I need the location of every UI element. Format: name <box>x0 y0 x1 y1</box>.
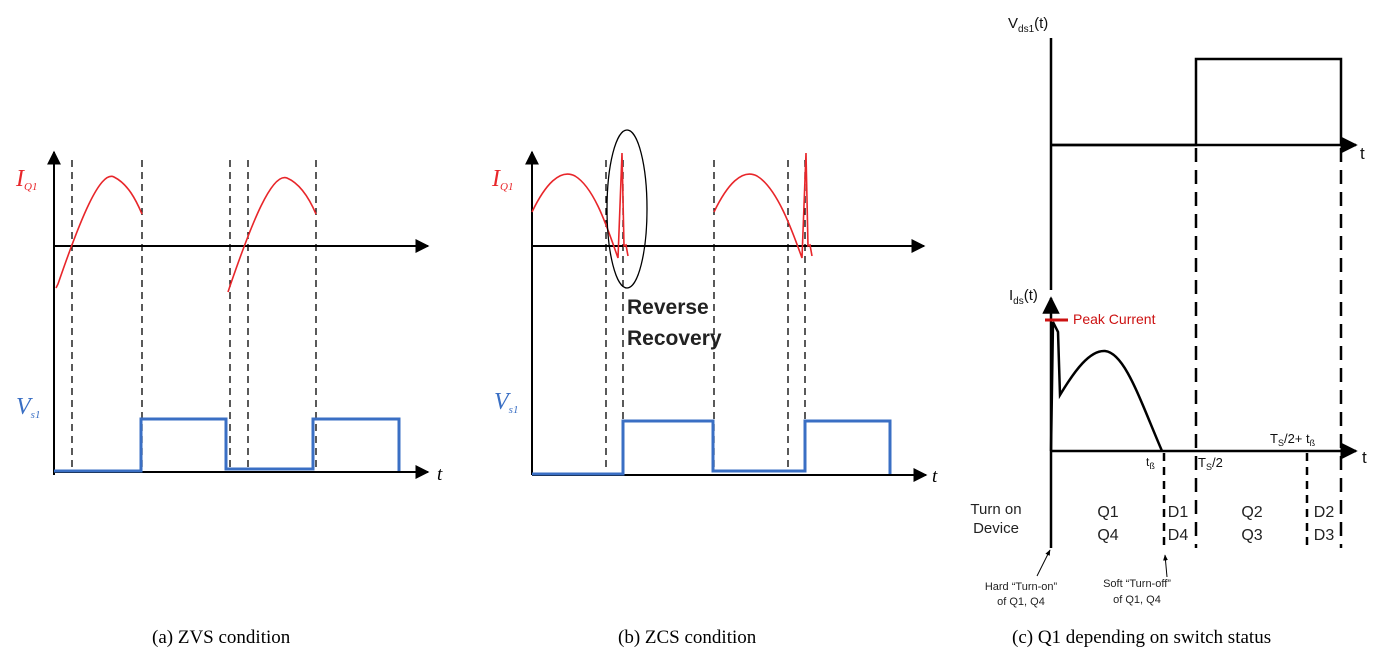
panel-c-hard-turn-on-line2: of Q1, Q4 <box>997 596 1045 608</box>
panel-b-caption: (b) ZCS condition <box>618 627 757 648</box>
panel-c-d4-label: D4 <box>1168 527 1189 544</box>
panel-b-current-wave-2 <box>713 152 813 259</box>
panel-a-current-wave-2 <box>227 176 317 293</box>
panel-c-d3-label: D3 <box>1314 527 1335 544</box>
panel-c-time-label-top: t <box>1360 144 1365 163</box>
panel-b-current-label: IQ1 <box>491 166 513 193</box>
panel-a-caption: (a) ZVS condition <box>152 627 291 648</box>
panel-c-q3-label: Q3 <box>1241 527 1262 544</box>
panel-c-ids-label: Ids(t) <box>1009 287 1038 307</box>
panel-a-voltage-wave <box>54 417 401 473</box>
panel-c-ts-half-label: TS/2 <box>1198 455 1223 472</box>
panel-b-current-wave-1 <box>531 152 629 259</box>
panel-a-current-wave-1 <box>55 175 143 289</box>
panel-c-d1-label: D1 <box>1168 504 1189 521</box>
panel-c-turn-on-line2: Device <box>973 520 1019 537</box>
panel-c-switch-status: Vds1(t) t Peak Current Ids(t) t tß TS/2 … <box>970 15 1367 648</box>
panel-b-annotation-line1: Reverse <box>627 296 709 319</box>
panel-c-q4-label: Q4 <box>1097 527 1118 544</box>
panel-c-hard-turn-on-arrow <box>1036 549 1051 577</box>
panel-c-vds-label: Vds1(t) <box>1008 15 1048 35</box>
panel-a-dashed-lines <box>71 160 317 470</box>
panel-c-d2-label: D2 <box>1314 504 1335 521</box>
panel-b-zcs: IQ1 Vs1 t Reverse Recovery (b) ZCS condi… <box>491 129 938 648</box>
panel-c-ids-wave <box>1049 321 1164 452</box>
panel-c-soft-turn-off-arrow <box>1163 554 1168 578</box>
panel-a-current-label: IQ1 <box>15 166 37 193</box>
panel-c-q2-label: Q2 <box>1241 504 1262 521</box>
panel-c-q1-label: Q1 <box>1097 504 1118 521</box>
panel-c-soft-turn-off-line2: of Q1, Q4 <box>1113 594 1161 606</box>
panel-c-peak-current-label: Peak Current <box>1073 311 1156 327</box>
panel-b-annotation-line2: Recovery <box>627 327 722 350</box>
panel-b-time-label: t <box>932 466 938 487</box>
panel-c-t-beta-label: tß <box>1146 455 1155 471</box>
panel-c-turn-on-line1: Turn on <box>970 501 1021 518</box>
panel-c-long-dashed-lines <box>1194 148 1343 548</box>
panel-c-hard-turn-on-line1: Hard “Turn-on” <box>985 581 1058 593</box>
panel-c-ts-half-plus-label: TS/2+ tß <box>1270 431 1316 448</box>
panel-c-time-label-bottom: t <box>1362 448 1367 467</box>
panel-c-short-dashed-lines <box>1162 453 1309 548</box>
panel-a-zvs: IQ1 Vs1 t (a) ZVS condition <box>15 150 443 648</box>
panel-c-soft-turn-off-line1: Soft “Turn-off” <box>1103 578 1171 590</box>
panel-c-caption: (c) Q1 depending on switch status <box>1012 627 1271 648</box>
panel-b-voltage-label: Vs1 <box>494 389 518 416</box>
panel-a-time-label: t <box>437 464 443 485</box>
panel-b-reverse-recovery-ellipse <box>606 129 648 289</box>
panel-c-vds-wave <box>1051 57 1343 147</box>
panel-b-voltage-wave <box>532 419 892 476</box>
panel-a-voltage-label: Vs1 <box>16 394 40 421</box>
